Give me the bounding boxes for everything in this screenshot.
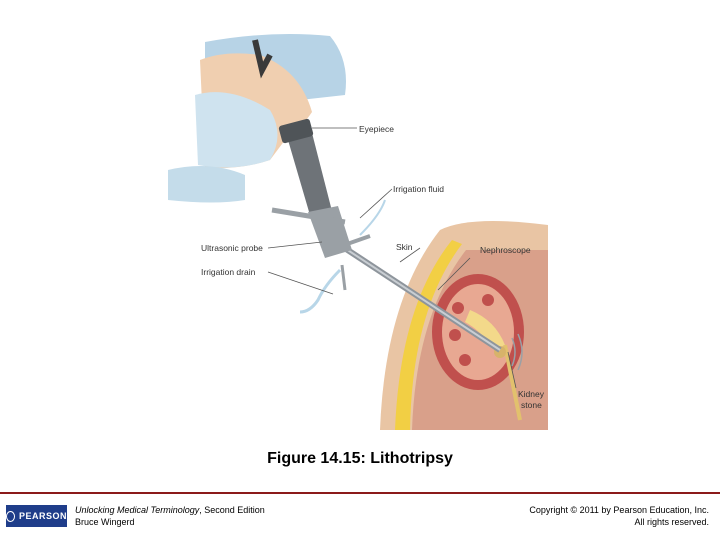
surgeon-figure [168, 34, 346, 203]
rights-notice: All rights reserved. [634, 517, 709, 527]
label-ultrasonic-probe: Ultrasonic probe [201, 243, 263, 253]
pearson-logo: PEARSON [6, 505, 67, 527]
label-skin: Skin [396, 242, 413, 252]
label-irrigation-fluid: Irrigation fluid [393, 184, 445, 194]
label-kidney-stone-line2: stone [521, 400, 542, 410]
lithotripsy-illustration [168, 34, 548, 430]
logo-text: PEARSON [18, 511, 67, 521]
copyright-notice: Copyright © 2011 by Pearson Education, I… [529, 505, 709, 515]
pearson-mark-icon [6, 510, 15, 522]
book-title-line: Unlocking Medical Terminology, Second Ed… [75, 504, 265, 516]
leader-lines [267, 127, 517, 389]
figure-caption: Figure 14.15: Lithotripsy [267, 450, 453, 467]
footer-rule [0, 492, 720, 494]
book-title: Unlocking Medical Terminology [75, 505, 200, 515]
label-kidney-stone-line1: Kidney [518, 389, 544, 399]
book-edition: , Second Edition [199, 505, 265, 515]
label-irrigation-drain: Irrigation drain [201, 267, 256, 277]
label-nephroscope: Nephroscope [480, 245, 531, 255]
nephroscope-instrument [271, 118, 502, 353]
label-eyepiece: Eyepiece [359, 124, 394, 134]
author-name: Bruce Wingerd [75, 517, 135, 527]
